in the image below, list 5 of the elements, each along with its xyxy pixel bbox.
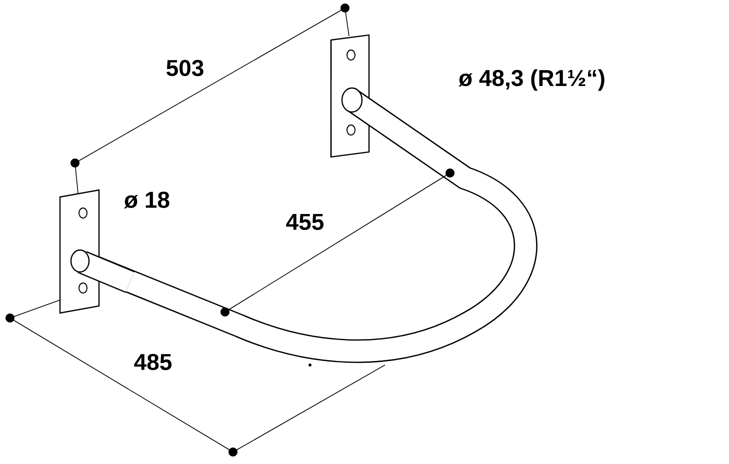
dimension-label: ø 18 (124, 192, 170, 208)
dimension-label: 485 (134, 354, 172, 370)
dimension-label: ø 48,3 (R1½“) (458, 69, 604, 91)
dimension-label: 455 (286, 214, 324, 230)
dimension-label: 503 (166, 60, 204, 76)
